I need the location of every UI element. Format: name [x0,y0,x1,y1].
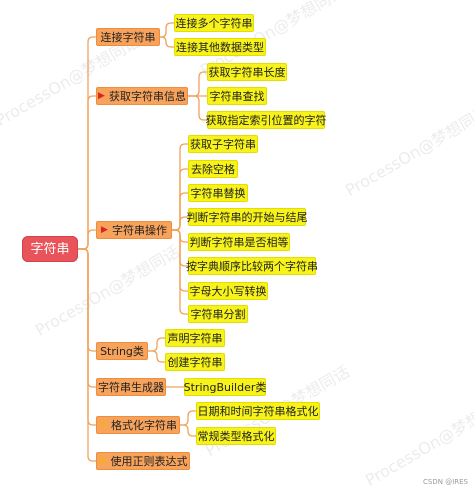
leaf-label: 判断字符串是否相等 [189,235,289,249]
connector-line [148,350,165,363]
leaf-label: 连接其他数据类型 [176,40,264,54]
leaf-node[interactable]: 字符串分割 [188,305,248,323]
leaf-node[interactable]: StringBuilder类 [184,378,266,396]
flag-icon: ▶ [98,90,105,101]
branch-node-format[interactable]: ★ 格式化字符串 [96,416,180,434]
leaf-label: 获取子字符串 [190,137,256,151]
connector-line [160,22,174,38]
leaf-label: 日期和时间字符串格式化 [197,404,319,418]
branch-label: 字符串操作 [111,223,167,237]
leaf-label: 字符串查找 [209,89,265,103]
branch-node-concat[interactable]: 连接字符串 [96,28,160,46]
branch-label: 获取字符串信息 [108,89,186,103]
credit-text: CSDN @IRES [423,478,468,486]
root-node[interactable]: 字符串 [22,236,78,262]
leaf-node[interactable]: 连接其他数据类型 [174,38,266,56]
connector-line [148,337,165,352]
leaf-node[interactable]: 按字典顺序比较两个字符串 [186,257,318,275]
branch-node-string-class[interactable]: String类 [96,342,148,360]
leaf-label: 获取字符串长度 [208,65,286,79]
connector-line [78,248,96,426]
leaf-node[interactable]: 连接多个字符串 [174,14,254,32]
root-node-label: 字符串 [30,241,70,257]
leaf-node[interactable]: 去除空格 [188,160,238,178]
leaf-node[interactable]: 判断字符串是否相等 [188,233,290,251]
leaf-label: 获取指定索引位置的字符 [205,113,327,127]
connector-line [78,95,96,250]
leaf-node[interactable]: 日期和时间字符串格式化 [196,402,320,420]
star-icon: ★ [98,455,107,466]
branch-node-builder[interactable]: 字符串生成器 [96,378,166,396]
connector-line [172,229,188,315]
connector-line [180,424,196,437]
connector-line [78,229,96,250]
connector-line [78,248,96,462]
leaf-label: 字符串替换 [190,186,246,200]
branch-label: 字符串生成器 [98,380,164,394]
branch-label: String类 [100,344,144,358]
branch-label: 使用正则表达式 [110,454,188,468]
connector-line [160,36,174,48]
connector-line [188,95,207,121]
leaf-label: 按字典顺序比较两个字符串 [186,259,318,273]
leaf-node[interactable]: 字母大小写转换 [188,282,268,300]
leaf-node[interactable]: 字符串替换 [188,184,248,202]
flag-icon: ▶ [101,224,108,235]
branch-node-ops[interactable]: ▶ 字符串操作 [96,221,172,239]
leaf-label: 连接多个字符串 [175,16,253,30]
leaf-label: 字符串分割 [190,307,246,321]
leaf-label: 创建字符串 [167,355,223,369]
branch-node-regex[interactable]: ★ 使用正则表达式 [96,452,190,470]
leaf-node[interactable]: 获取子字符串 [188,135,258,153]
branch-node-info[interactable]: ▶ 获取字符串信息 [96,87,188,105]
leaf-node[interactable]: 创建字符串 [165,353,225,371]
leaf-label: 声明字符串 [167,331,223,345]
leaf-label: StringBuilder类 [183,380,267,394]
branch-label: 格式化字符串 [111,418,178,432]
leaf-node[interactable]: 判断字符串的开始与结尾 [186,208,308,226]
leaf-label: 判断字符串的开始与结尾 [186,210,308,224]
leaf-label: 去除空格 [191,162,235,176]
leaf-label: 字母大小写转换 [189,284,267,298]
leaf-node[interactable]: 获取字符串长度 [207,63,287,81]
branch-label: 连接字符串 [100,30,156,44]
star-icon: ★ [98,419,108,430]
leaf-node[interactable]: 声明字符串 [165,329,225,347]
leaf-node[interactable]: 常规类型格式化 [196,427,276,445]
leaf-node[interactable]: 字符串查找 [207,87,267,105]
leaf-node[interactable]: 获取指定索引位置的字符 [205,111,327,129]
leaf-label: 常规类型格式化 [197,429,275,443]
connector-line [180,410,196,426]
